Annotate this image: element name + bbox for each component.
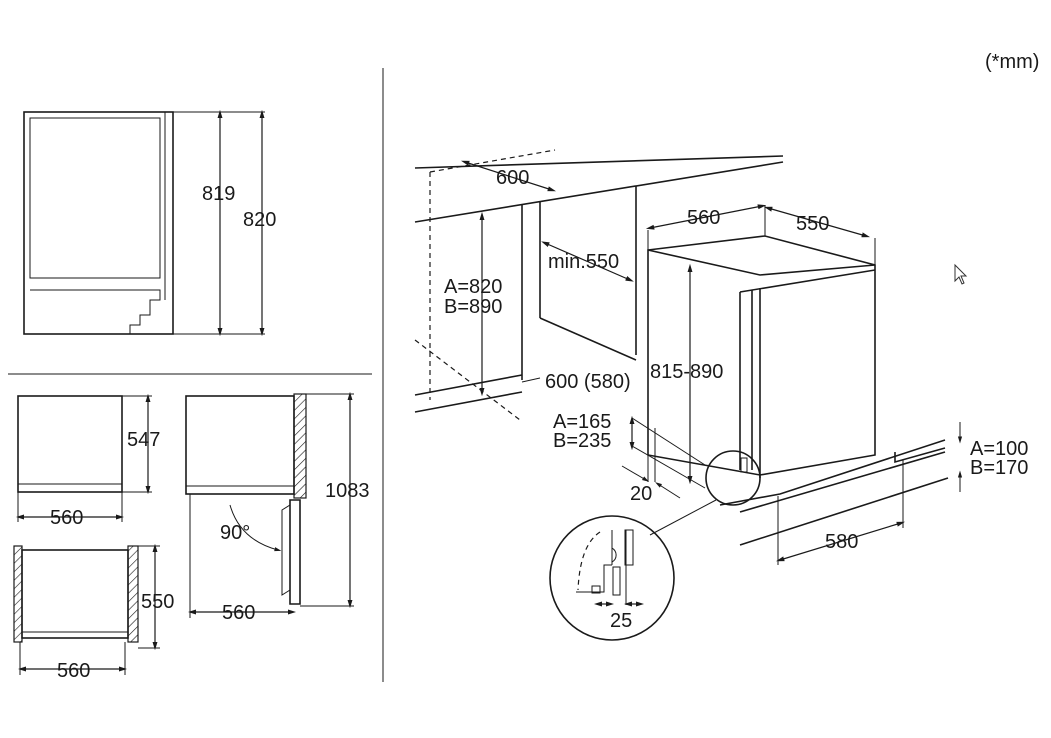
width-560-label-1: 560 — [50, 507, 83, 529]
niche-width-600-label: 600 — [496, 167, 529, 189]
angle-90-label: 90° — [220, 522, 250, 544]
niche-height-b-label: B=890 — [444, 296, 502, 318]
unit-note: (*mm) — [985, 51, 1039, 73]
plinth-a-label: A=100 — [970, 438, 1028, 460]
depth-547-label: 547 — [127, 429, 160, 451]
width-560-label-2: 560 — [222, 602, 255, 624]
plinth-width-580-label: 580 — [825, 531, 858, 553]
min-depth-label: min.550 — [548, 251, 619, 273]
vent-b-label: B=235 — [553, 430, 611, 452]
detail-gap-25-label: 25 — [610, 610, 632, 632]
niche-depth-label: 600 (580) — [545, 371, 631, 393]
width-560-label-3: 560 — [57, 660, 90, 682]
appliance-depth-550-label: 550 — [796, 213, 829, 235]
appliance-width-560-label: 560 — [687, 207, 720, 229]
side-view: 819 820 — [23, 109, 276, 337]
niche-height-a-label: A=820 — [444, 276, 502, 298]
height-range-label: 815-890 — [650, 361, 723, 383]
height-819-label: 819 — [202, 183, 235, 205]
top-view-niche: 550 560 — [13, 543, 174, 682]
top-view-closed: 547 560 — [15, 393, 160, 529]
height-820-label: 820 — [243, 209, 276, 231]
hinge-detail: 25 — [549, 515, 675, 641]
mouse-cursor-icon — [954, 263, 968, 285]
total-1083-label: 1083 — [325, 480, 370, 502]
installation-perspective: 600 min.550 A=820 B=890 600 (580) 560 55… — [414, 149, 1028, 565]
vent-a-label: A=165 — [553, 411, 611, 433]
plinth-b-label: B=170 — [970, 457, 1028, 479]
plinth-offset-20-label: 20 — [630, 483, 652, 505]
top-view-door-open: 90° 1083 560 — [185, 391, 370, 624]
depth-550-label: 550 — [141, 591, 174, 613]
